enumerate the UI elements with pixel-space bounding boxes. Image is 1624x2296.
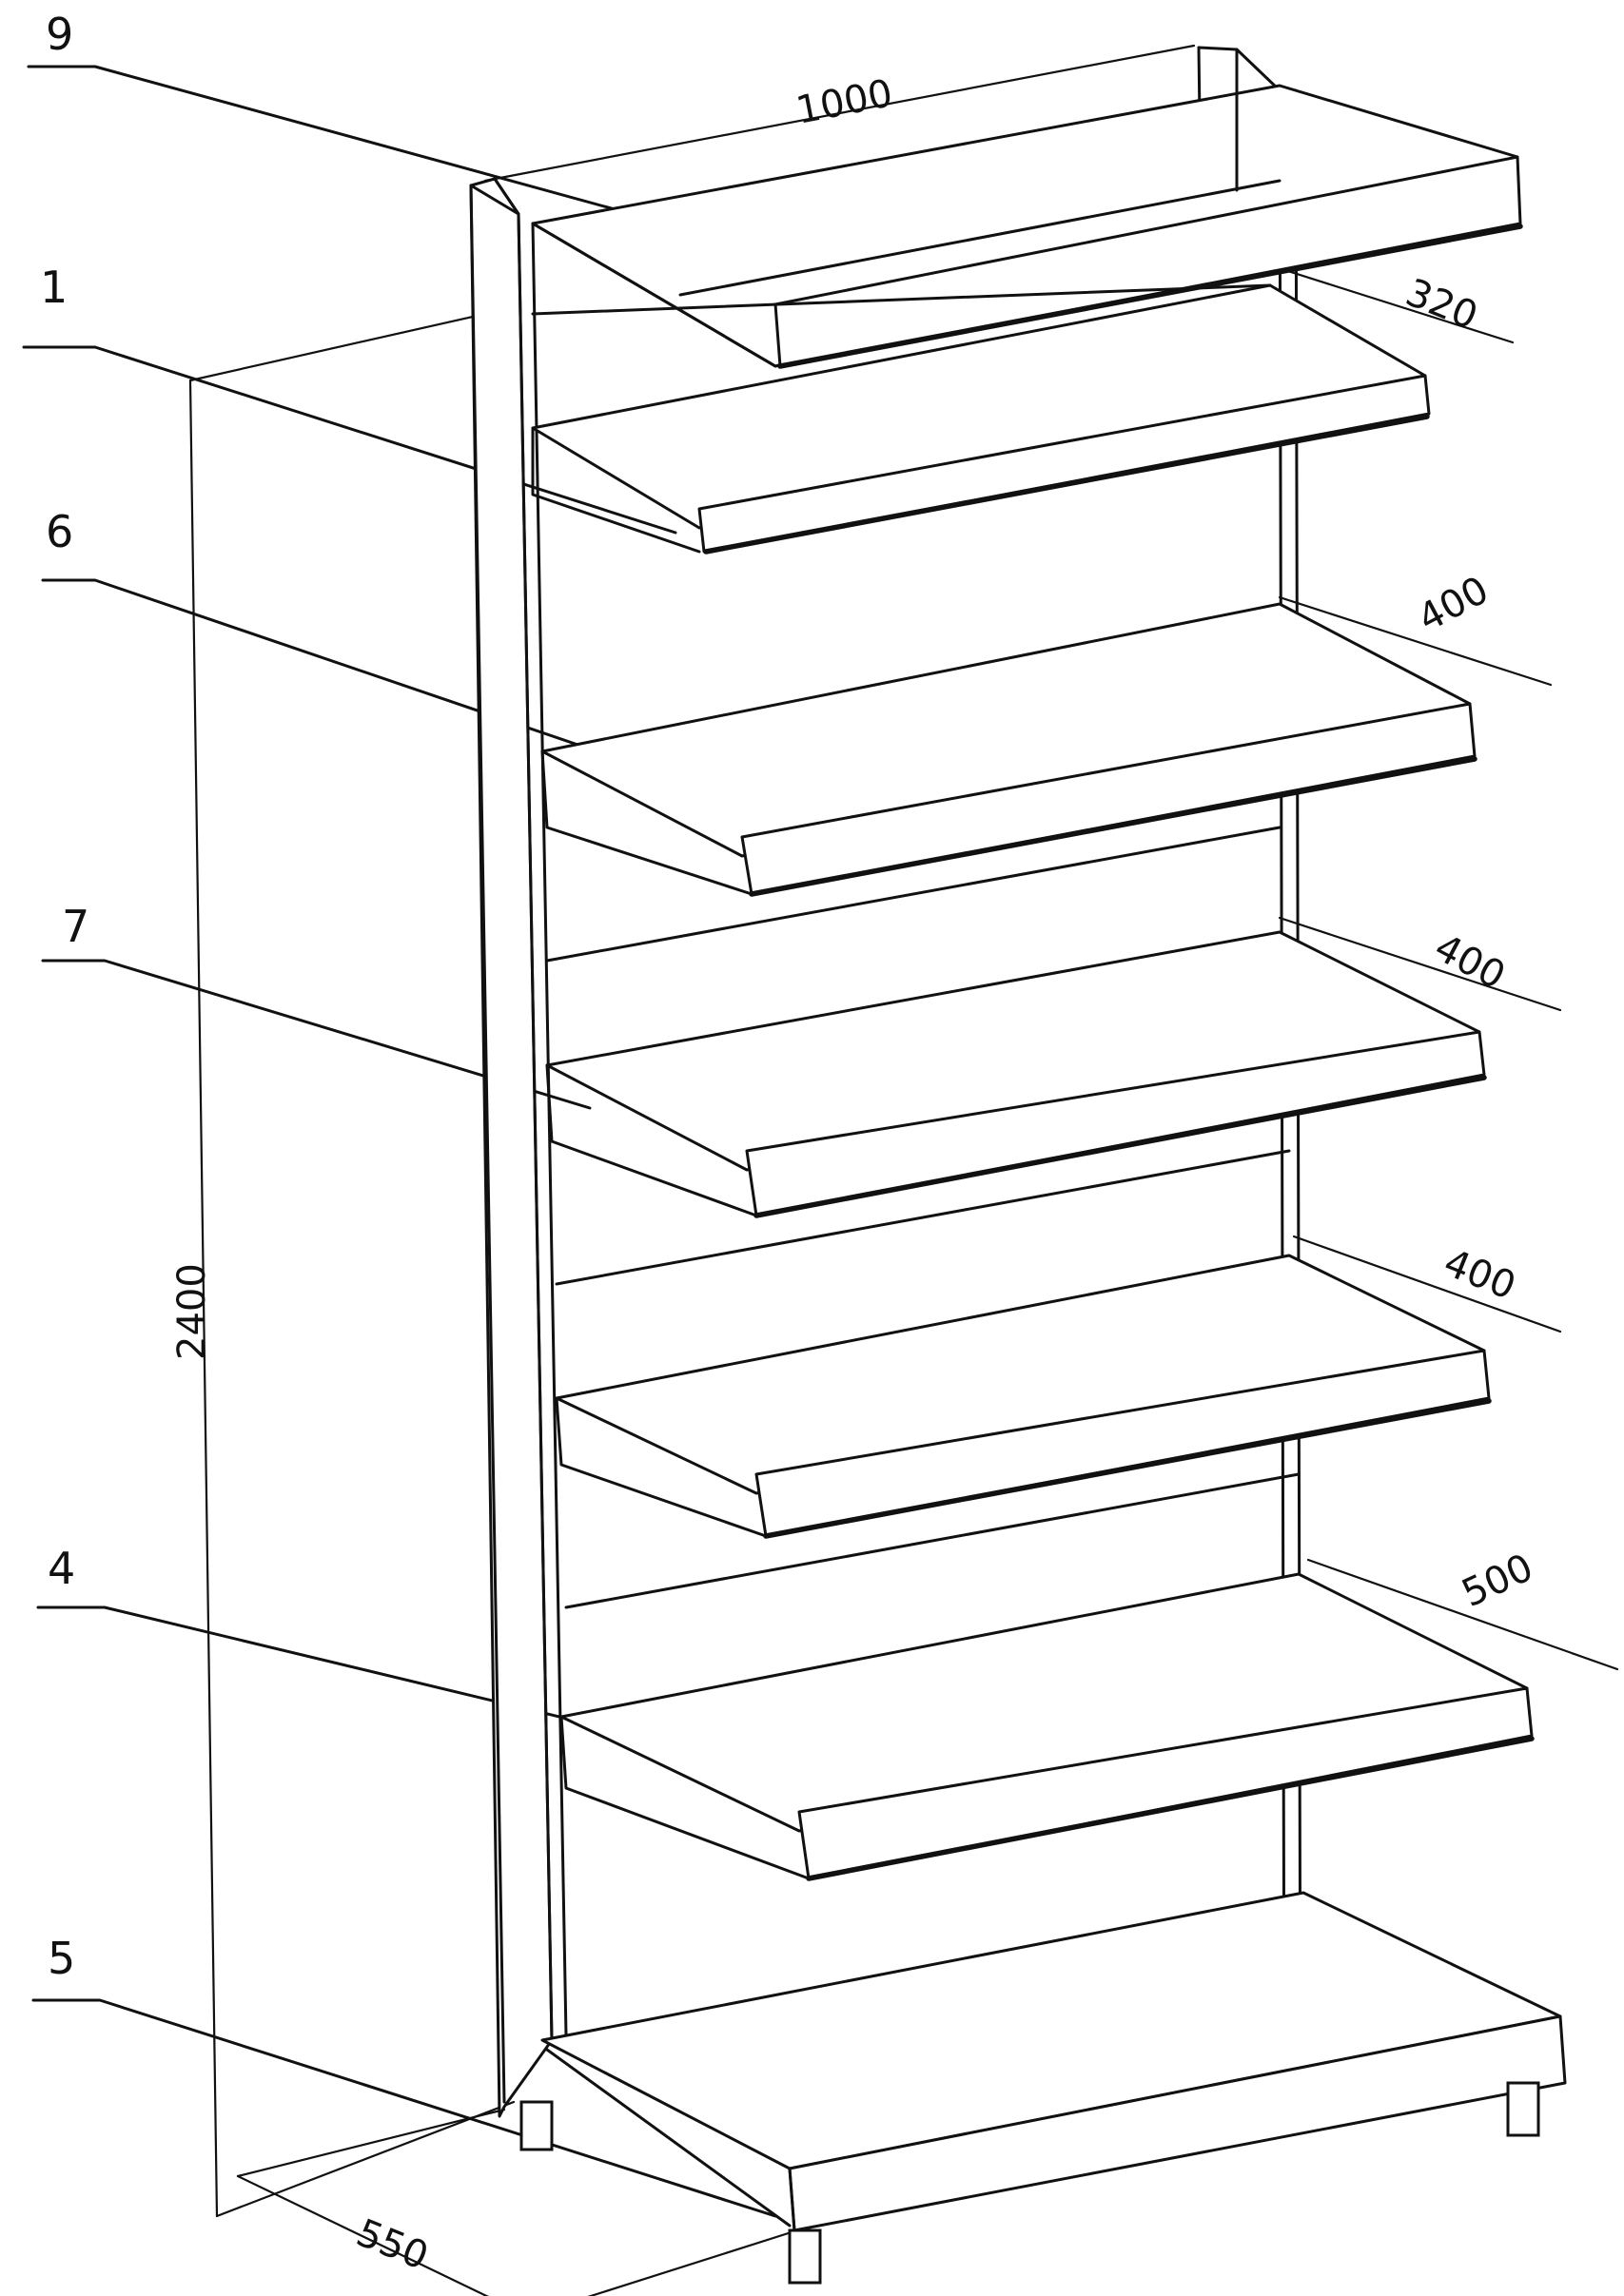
foot-front-right	[788, 2228, 822, 2285]
dim-height: 2400	[170, 1263, 214, 1360]
top-canopy	[531, 48, 1523, 369]
shelf-2	[540, 602, 1477, 897]
ref-label-9: 9	[46, 9, 73, 60]
ref-label-1: 1	[40, 262, 68, 313]
shelves	[531, 283, 1535, 1881]
ref-label-6: 6	[46, 506, 73, 557]
shelf-5	[559, 1472, 1535, 1881]
ref-label-7: 7	[62, 901, 89, 952]
reference-labels: 9 1 6 7 4 5	[40, 9, 89, 1984]
dimension-lines	[188, 44, 1619, 2296]
shelf-4	[555, 1149, 1492, 1539]
dim-shelf-3-depth: 400	[1427, 925, 1512, 998]
dim-shelf-4-depth: 400	[1438, 1241, 1521, 1309]
dim-top-width: 1000	[792, 71, 896, 133]
ref-label-5: 5	[48, 1933, 75, 1984]
shelf-3	[545, 826, 1487, 1218]
shelf-1	[531, 283, 1431, 555]
base	[519, 1891, 1567, 2285]
foot-rear-right	[1506, 2081, 1540, 2137]
dim-base-depth: 550	[350, 2211, 434, 2279]
dim-shelf-1-depth: 320	[1399, 271, 1483, 339]
foot-front-left	[519, 2100, 554, 2151]
front-upright	[469, 177, 568, 2118]
dim-shelf-5-depth: 500	[1456, 1546, 1540, 1616]
dim-shelf-2-depth: 400	[1411, 568, 1496, 640]
ref-label-4: 4	[48, 1543, 75, 1594]
